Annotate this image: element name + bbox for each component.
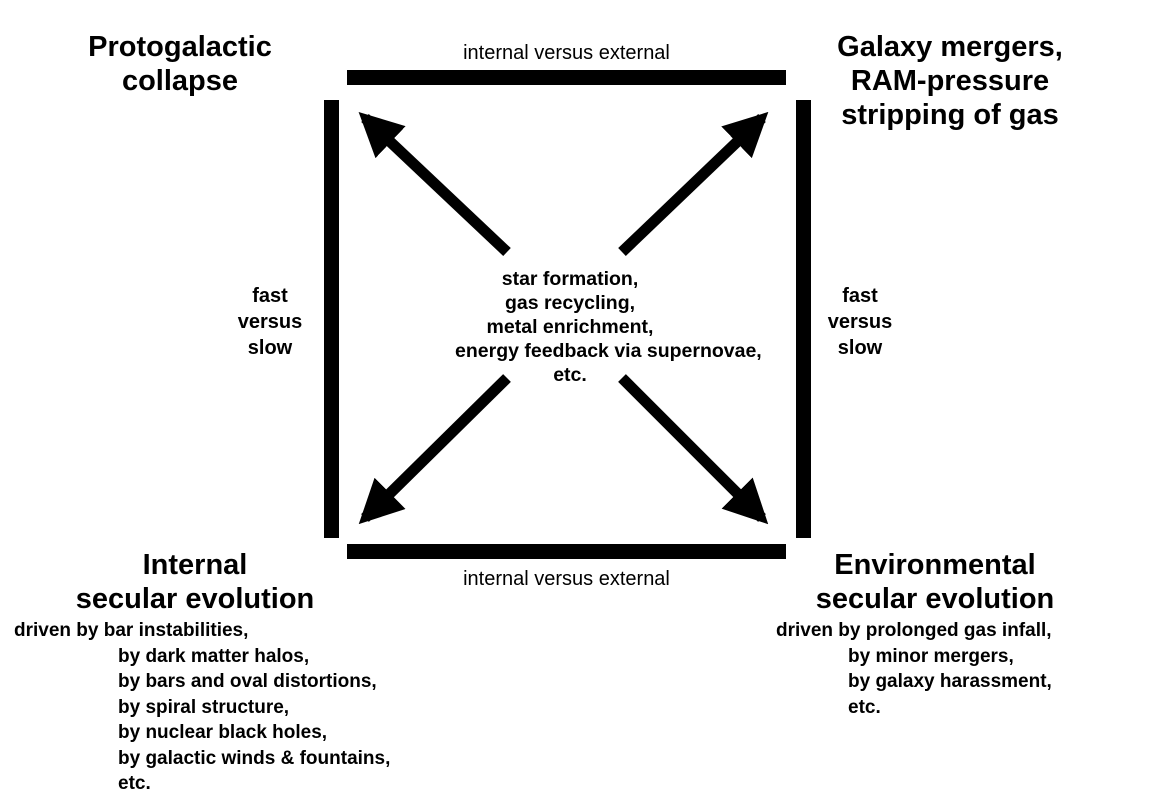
detail-line: by dark matter halos, [118, 645, 310, 667]
detail-line: by spiral structure, [118, 696, 290, 718]
bottom-bar [347, 544, 786, 559]
top-bar [347, 70, 786, 85]
corner-bottom-left-title: Internal secular evolution [75, 549, 315, 615]
corner-top-left: Protogalactic collapse [88, 31, 272, 97]
center-processes: star formation, gas recycling, metal enr… [455, 268, 762, 386]
arrow-to-top-right [618, 111, 769, 256]
corner-bottom-left-details: driven by bar instabilities, by dark mat… [14, 618, 391, 797]
detail-line: by bars and oval distortions, [118, 671, 377, 692]
right-bar [796, 100, 811, 538]
detail-line: driven by bar instabilities, [14, 620, 249, 641]
left-axis-label: fast versus slow [237, 285, 303, 359]
top-axis-label: internal versus external [463, 42, 670, 64]
detail-line: driven by prolonged gas infall, [776, 620, 1052, 641]
detail-line: by galaxy harassment, [848, 671, 1052, 692]
arrow-to-bottom-right [618, 374, 769, 525]
detail-line: by minor mergers, [848, 645, 1014, 667]
left-bar [324, 100, 339, 538]
corner-bottom-right-title: Environmental secular evolution [815, 549, 1055, 615]
detail-line: by nuclear black holes, [118, 722, 328, 743]
bottom-axis-label: internal versus external [463, 568, 670, 590]
detail-line: etc. [848, 696, 881, 718]
corner-top-right: Galaxy mergers, RAM-pressure stripping o… [837, 31, 1063, 131]
detail-line: by galactic winds & fountains, [118, 747, 391, 769]
arrow-to-bottom-left [358, 374, 511, 525]
corner-bottom-right-details: driven by prolonged gas infall, by minor… [776, 618, 1146, 720]
right-axis-label: fast versus slow [827, 285, 893, 359]
detail-line: etc. [118, 773, 151, 794]
arrow-to-top-left [358, 111, 511, 257]
